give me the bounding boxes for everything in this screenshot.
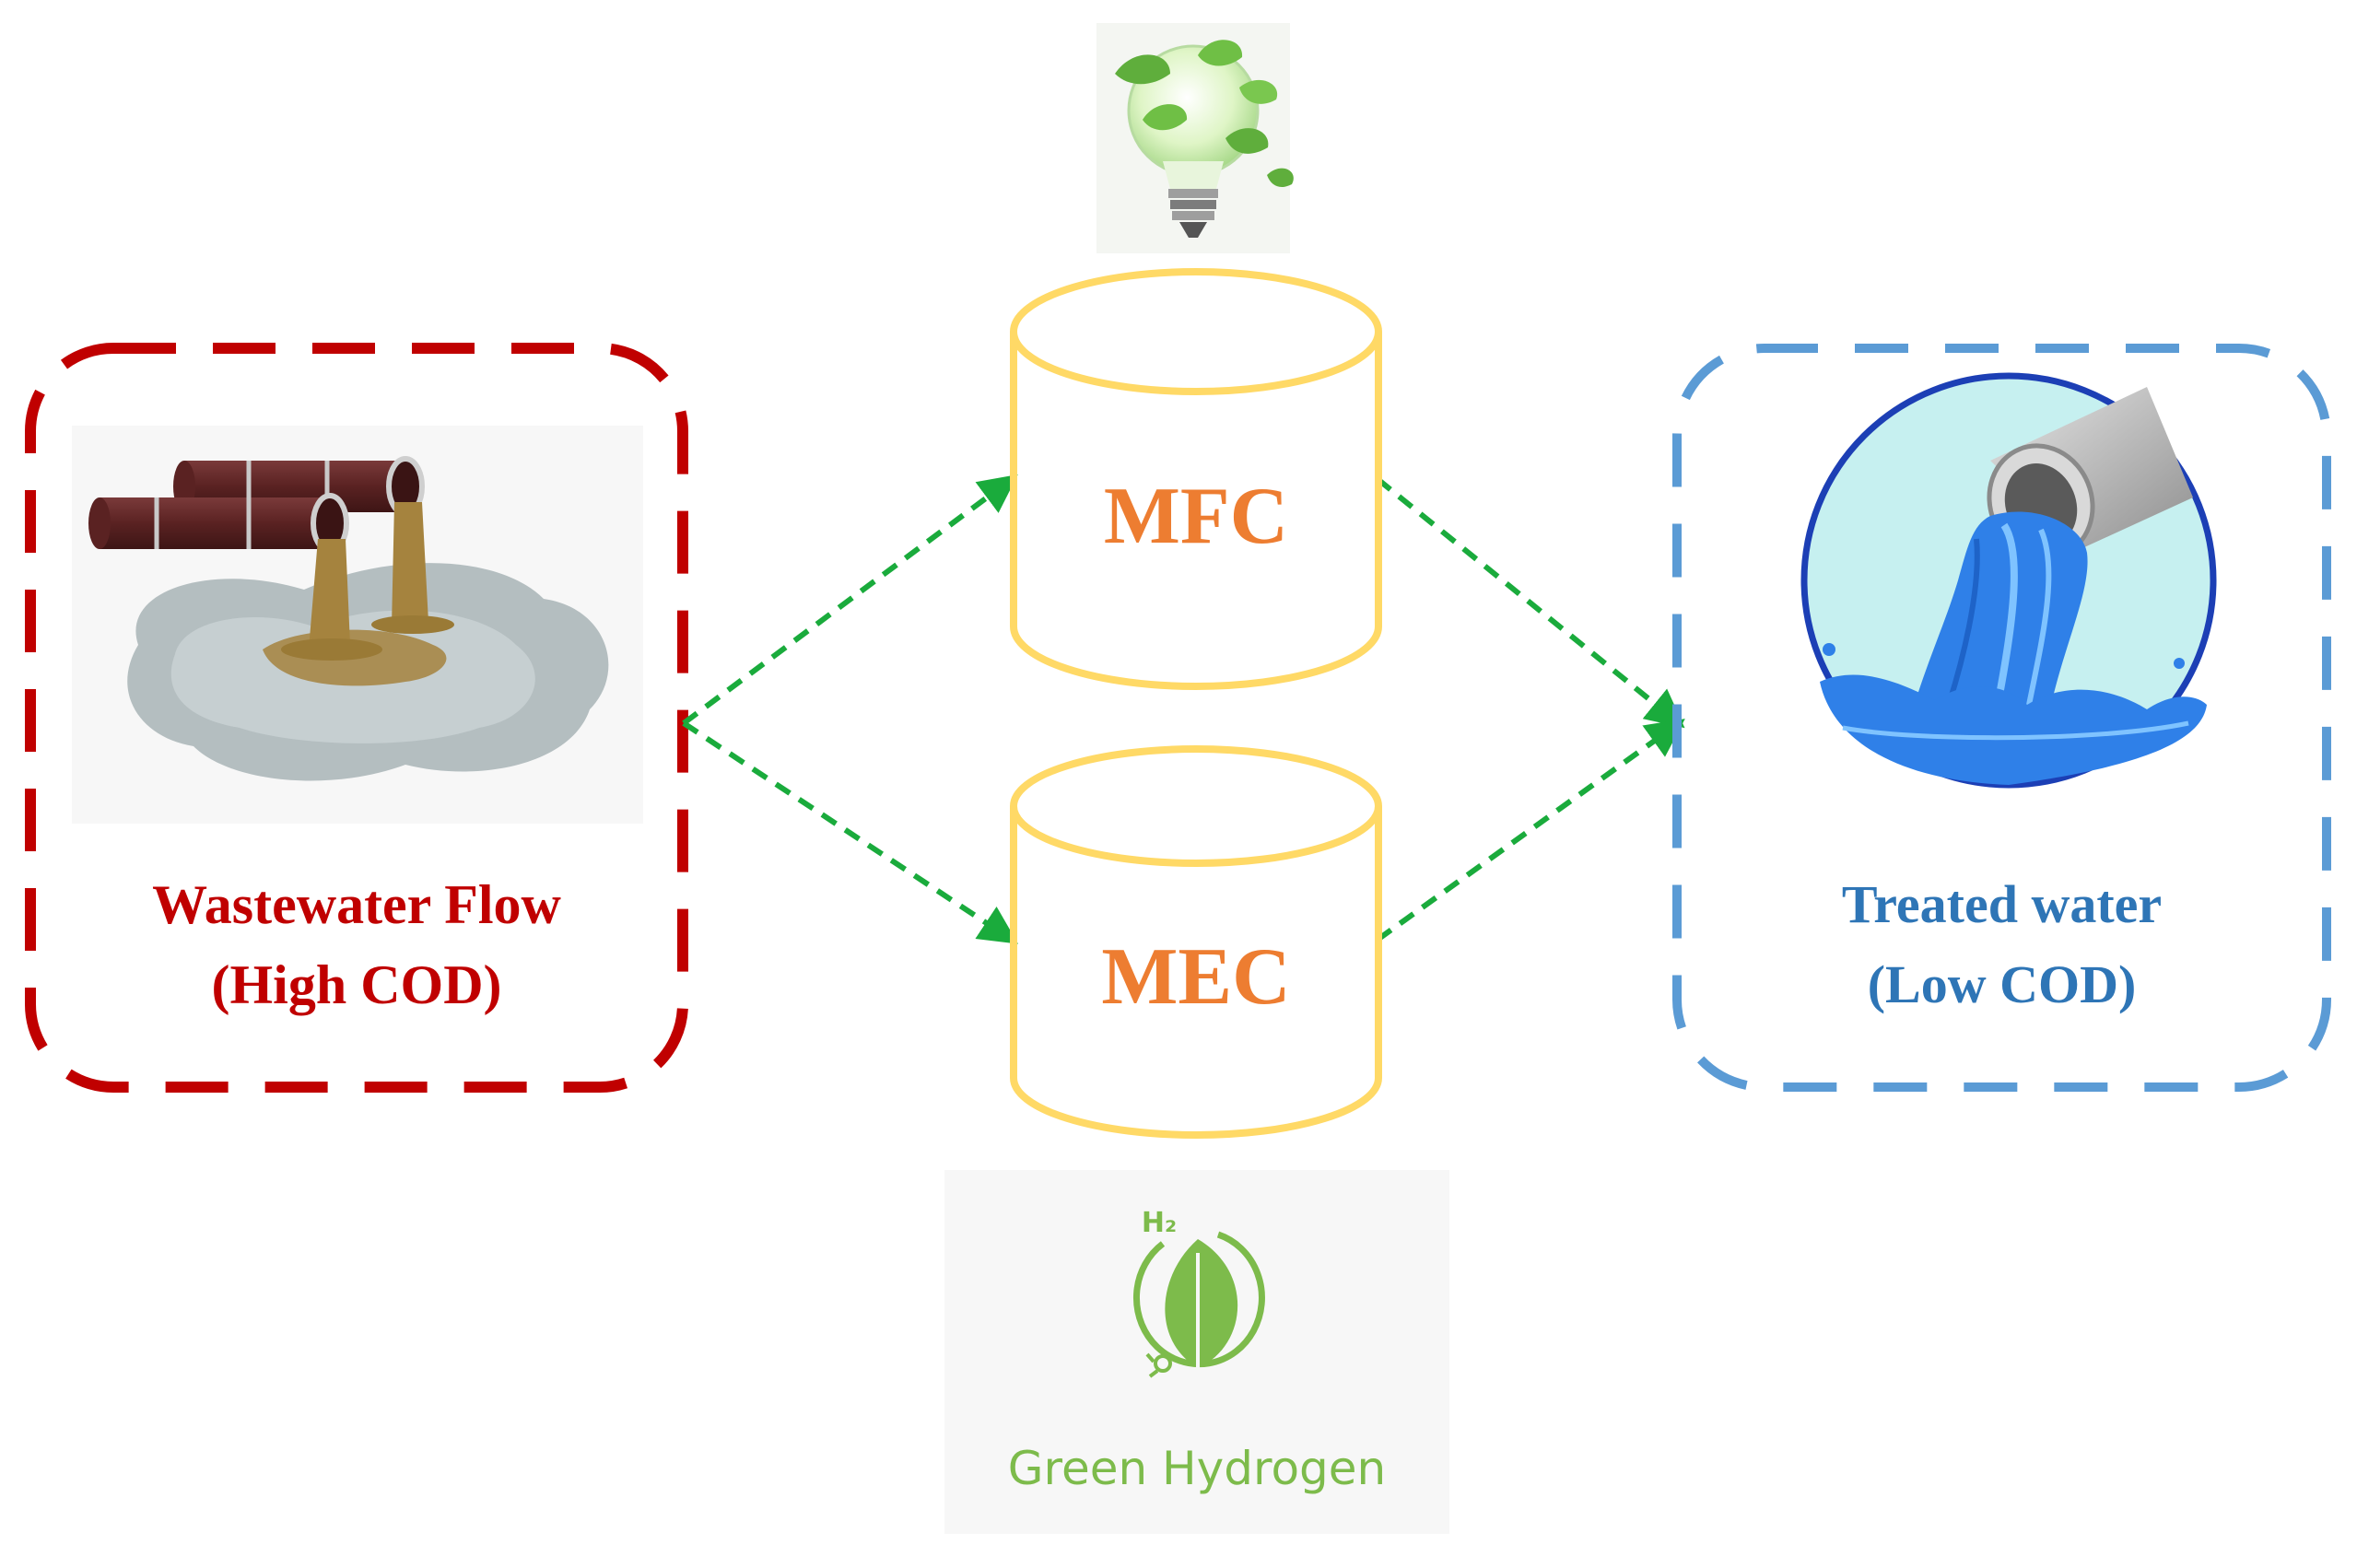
mec-label: MEC bbox=[1101, 932, 1291, 1022]
source-label-line2: (High COD) bbox=[211, 954, 502, 1015]
target-label-line1: Treated water bbox=[1841, 874, 2163, 934]
arrow-source-to-mec bbox=[682, 720, 1019, 944]
source-label-line1: Wastewater Flow bbox=[152, 874, 561, 935]
wastewater-pipes-icon bbox=[72, 426, 643, 824]
target-label-line2: (Low COD) bbox=[1867, 954, 2137, 1014]
source-box bbox=[25, 343, 688, 1093]
arrow-source-to-mfc bbox=[682, 474, 1018, 726]
hydrogen-symbol: H₂ bbox=[1141, 1207, 1178, 1239]
mec-cylinder bbox=[1010, 745, 1382, 1139]
target-box bbox=[1672, 344, 2331, 1092]
flow-arrows bbox=[682, 474, 1685, 944]
green-hydrogen-leaf-icon bbox=[944, 1170, 1449, 1534]
arrow-mfc-to-target bbox=[1376, 476, 1685, 729]
clean-water-pipe-icon bbox=[1800, 372, 2217, 789]
mfc-cylinder bbox=[1010, 268, 1382, 690]
green-lightbulb-icon bbox=[1096, 23, 1294, 253]
arrow-mec-to-target bbox=[1376, 719, 1685, 942]
mfc-label: MFC bbox=[1103, 472, 1289, 561]
green-hydrogen-caption: Green Hydrogen bbox=[1007, 1442, 1387, 1495]
